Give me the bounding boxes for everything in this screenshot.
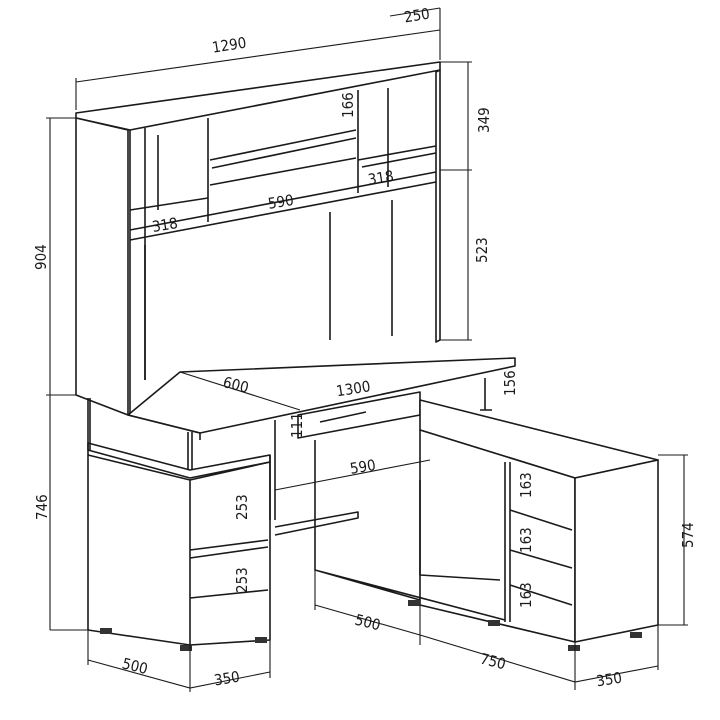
dim-left-shelf-width: 318 [151, 214, 179, 236]
foot [255, 637, 267, 643]
dim-center-shelf-gap: 166 [339, 92, 357, 118]
dim-line-hutch-heights [440, 61, 472, 341]
dim-hutch-width: 1290 [211, 34, 248, 57]
pedestal-shelves [189, 461, 271, 646]
foot [488, 620, 500, 626]
hutch-top-panel [75, 61, 441, 131]
dim-cabinet-door-width: 500 [353, 611, 382, 635]
dimension-labels: 1290 250 349 166 318 590 318 523 904 600… [32, 5, 697, 691]
desk-top-edge [127, 414, 201, 440]
hutch-dividers [207, 88, 393, 340]
dim-pedestal-shelf-lower: 253 [233, 567, 251, 593]
desk-support [480, 378, 492, 411]
dim-cabinet-shelf-1: 163 [517, 472, 535, 498]
hutch-left-compartment [129, 135, 209, 211]
hutch-middle-shelf [129, 171, 437, 380]
dim-hutch-top-height: 349 [475, 107, 493, 133]
dim-keyboard-shelf-width: 590 [349, 456, 377, 478]
dimension-lines [46, 7, 688, 692]
dim-desk-width: 1300 [335, 377, 372, 400]
dim-hutch-lower-height: 523 [473, 237, 491, 263]
dim-desk-depth: 600 [221, 373, 250, 397]
hutch-shelves [209, 129, 437, 186]
dim-cabinet-depth: 350 [595, 669, 623, 691]
furniture-outline [75, 61, 659, 651]
dim-hutch-depth: 250 [403, 5, 431, 27]
foot [568, 645, 580, 651]
dim-cabinet-shelf-3: 163 [517, 582, 535, 608]
dim-pedestal-width: 350 [213, 668, 241, 690]
drawer-handle [319, 411, 367, 423]
pedestal-front [87, 454, 191, 646]
dim-line-left-heights [46, 117, 88, 631]
foot [100, 628, 112, 634]
hutch-left-panel-front [129, 128, 146, 415]
dim-line-pedestal [87, 630, 271, 692]
hutch-right-side [435, 69, 441, 343]
dim-line-hutch-width [75, 8, 441, 110]
dim-line-hutch-depth [389, 7, 441, 17]
keyboard-shelf [269, 420, 359, 536]
hutch-left-side [75, 117, 129, 416]
dim-cabinet-length: 750 [478, 650, 507, 674]
pedestal-legs [87, 398, 193, 470]
dim-right-shelf-width: 318 [367, 167, 395, 189]
dim-drawer-height: 111 [288, 412, 306, 438]
cabinet-side [574, 459, 659, 643]
dim-support-height: 156 [501, 370, 519, 396]
dim-center-shelf-width: 590 [267, 191, 295, 213]
dim-cabinet-height: 574 [679, 522, 697, 548]
dim-hutch-total-height: 904 [32, 244, 50, 270]
dim-line-desk [179, 371, 431, 491]
dim-line-cabinet-base [314, 570, 659, 690]
foot [408, 600, 420, 606]
dim-line-cabinet-height [658, 454, 688, 626]
foot [630, 632, 642, 638]
dim-cabinet-shelf-2: 163 [517, 527, 535, 553]
dim-pedestal-depth: 500 [120, 654, 149, 678]
foot [180, 645, 192, 651]
dim-desk-height: 746 [33, 494, 51, 520]
dim-pedestal-shelf-upper: 253 [233, 494, 251, 520]
